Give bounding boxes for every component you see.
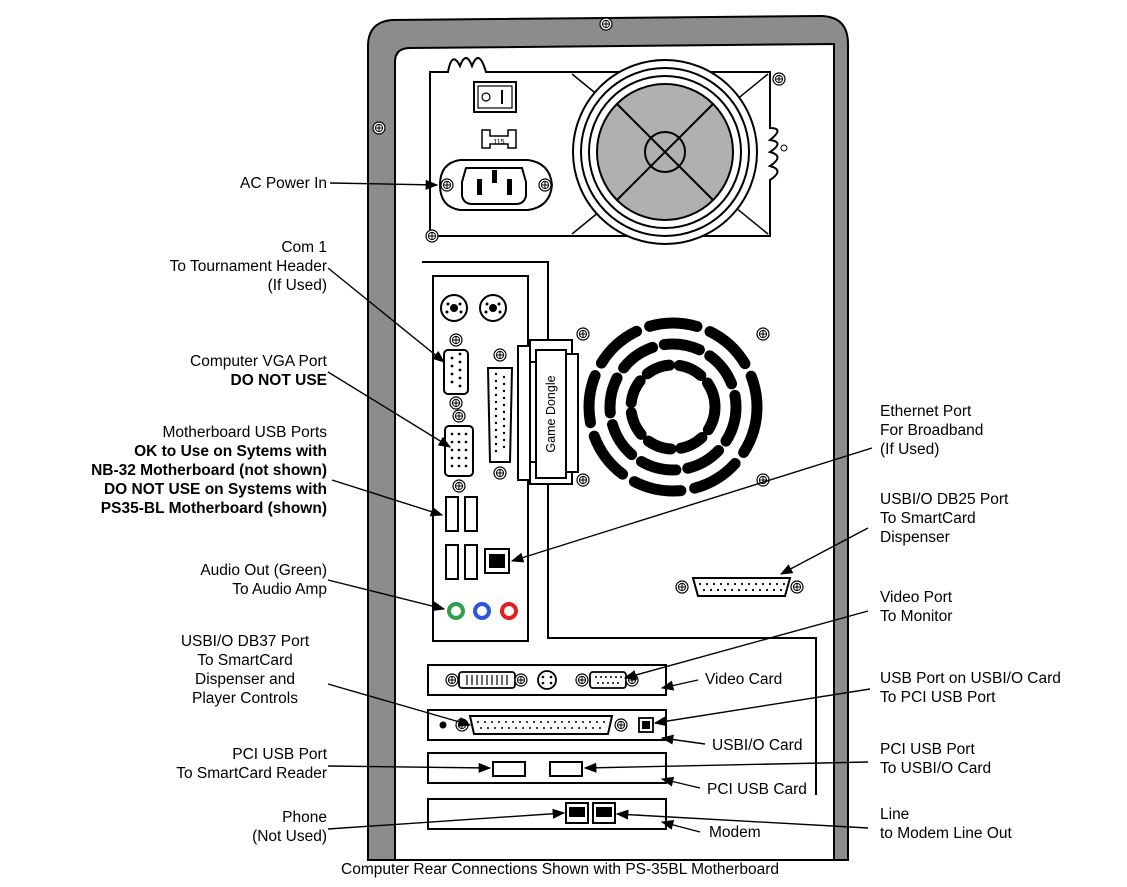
audio-jacks[interactable] [447,602,518,620]
leader-vga [327,371,452,448]
label-db25: USBI/O DB25 Port To SmartCard Dispenser [880,491,1009,546]
vga-port[interactable] [444,409,474,493]
label-vga: Computer VGA Port DO NOT USE [190,353,327,389]
label-pci-usb-io: PCI USB Port To USBI/O Card [880,741,992,777]
case-screw-icon [599,17,613,31]
usbio-card [427,709,667,741]
ethernet-port[interactable] [484,548,510,574]
label-db37: USBI/O DB37 Port To SmartCard Dispenser … [180,633,310,707]
label-video-port: Video Port To Monitor [880,589,953,625]
leader-audio [327,579,446,612]
db25-port[interactable] [675,577,804,597]
leader-lines [327,179,873,833]
leader-pci-usb-card [660,776,701,789]
label-usbio-card: USBI/O Card [712,737,803,754]
label-pci-usb-reader: PCI USB Port To SmartCard Reader [176,746,327,782]
label-pci-usb-card: PCI USB Card [707,781,807,798]
label-video-card: Video Card [705,671,783,688]
psu-screw-icon [425,229,439,243]
leader-db25 [779,527,869,575]
phone-jack[interactable] [565,802,589,824]
leader-pci-usb-reader [327,762,492,773]
chassis-fan-icon [576,317,770,497]
label-ethernet: Ethernet Port For Broadband (If Used) [880,403,984,458]
video-card [427,664,667,696]
leader-video-port [623,610,869,680]
leader-modem [660,820,701,833]
ps2-port-icon [440,294,507,322]
leader-com1 [327,267,445,363]
label-modem: Modem [709,824,761,841]
label-phone: Phone (Not Used) [252,809,327,845]
label-line: Line to Modem Line Out [880,806,1012,842]
motherboard-usb-ports[interactable] [445,496,478,580]
line-jack[interactable] [592,802,616,824]
db37-port[interactable] [468,715,614,735]
leader-ac-power [329,179,439,190]
audio-out-green [447,602,465,620]
game-dongle-label: Game Dongle [544,375,558,452]
leader-pci-usb-io [583,761,869,773]
psu-fan-icon [571,59,769,245]
audio-mic-red [500,602,518,620]
label-ac-power: AC Power In [239,175,327,192]
leader-ethernet [510,447,873,563]
leader-db37 [327,683,472,727]
label-audio: Audio Out (Green) To Audio Amp [200,562,327,598]
label-com1: Com 1 To Tournament Header (If Used) [169,239,327,294]
diagram-caption: Computer Rear Connections Shown with PS-… [341,861,779,878]
com1-port[interactable] [443,333,469,410]
leader-phone [327,808,566,830]
psu-screw-icon [772,72,786,86]
audio-in-blue [473,602,491,620]
game-dongle[interactable]: Game Dongle [517,339,579,485]
case-screw-icon [372,121,386,135]
usbio-usb-b-port[interactable] [638,717,654,733]
leader-mb-usb [331,479,444,517]
label-mb-usb: Motherboard USB Ports OK to Use on Sytem… [91,424,327,517]
pci-usb-port-reader[interactable] [492,761,526,777]
leader-usbio-card [660,734,706,745]
power-supply: 115 [425,57,788,245]
io-panel: Game Dongle [422,261,817,795]
video-card-vga-port[interactable] [589,671,627,689]
leader-video-card [660,679,699,691]
svg-text:115: 115 [493,139,504,146]
s-video-port-icon [537,670,557,690]
parallel-port-icon [486,348,514,480]
voltage-selector-icon [481,129,517,149]
pci-usb-port-usbio[interactable] [549,761,583,777]
leader-line [615,809,869,829]
leader-usb-io-usb [653,688,871,727]
case-back-panel [394,42,835,861]
ac-power-inlet[interactable] [438,159,554,211]
label-usb-io-usb: USB Port on USBI/O Card To PCI USB Port [880,670,1061,706]
